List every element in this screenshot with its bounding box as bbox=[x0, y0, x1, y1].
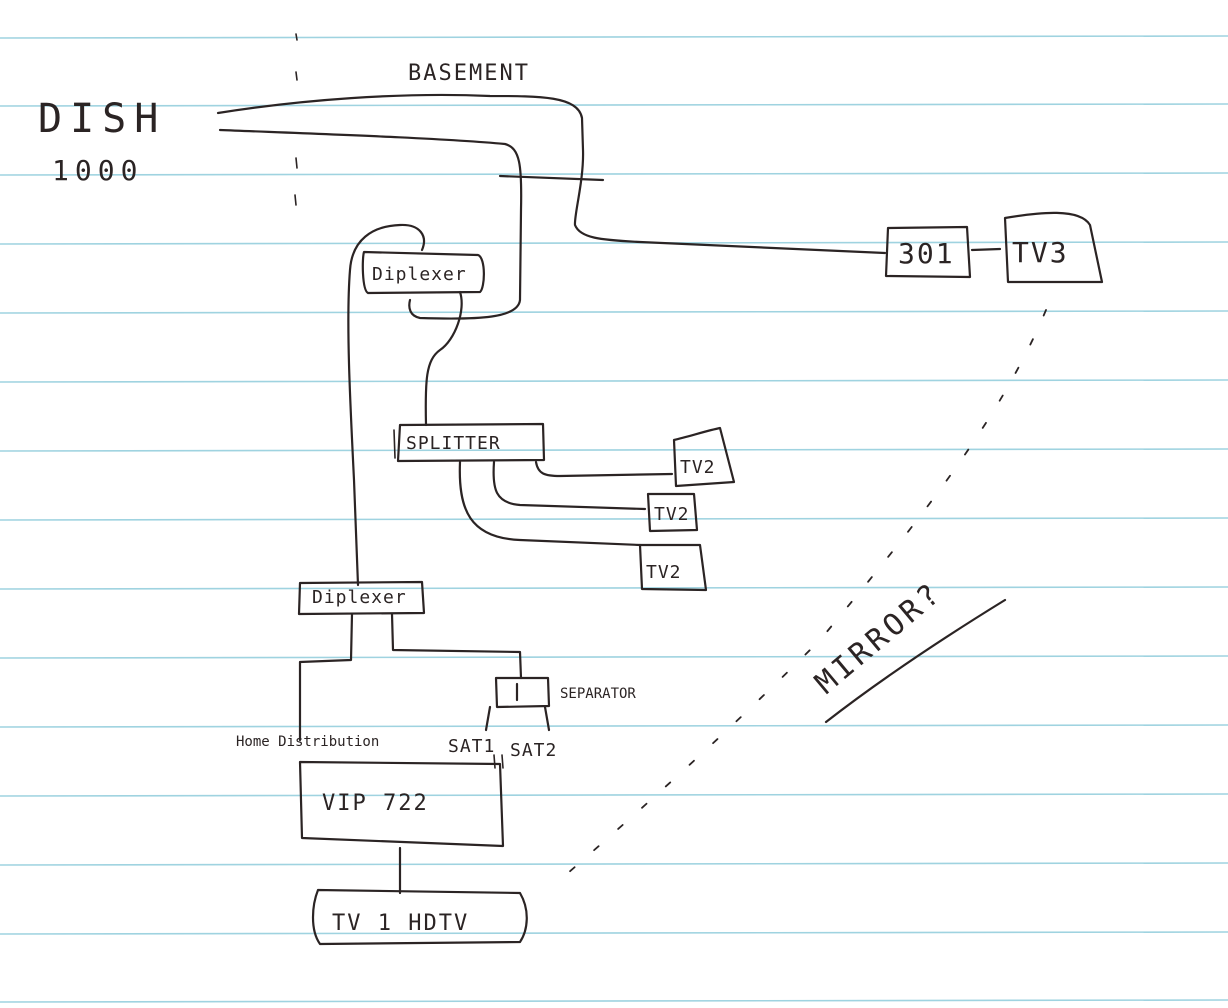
home-distribution-label: Home Distribution bbox=[236, 734, 379, 750]
sat1-tick bbox=[493, 754, 496, 769]
tv1-hdtv-label: TV 1 HDTV bbox=[332, 911, 469, 936]
diplexer-to-splitter-cable bbox=[424, 290, 463, 427]
splitter-side-mark bbox=[393, 429, 396, 459]
ruled-lines bbox=[0, 35, 1228, 1003]
basement-wall-line bbox=[498, 174, 605, 182]
basement-label: BASEMENT bbox=[408, 61, 530, 86]
dish-label: DISH bbox=[38, 96, 166, 142]
tv3-label: TV3 bbox=[1012, 236, 1069, 269]
receiver-301-box bbox=[884, 225, 972, 279]
vip722-box bbox=[298, 760, 505, 848]
dish-model-label: 1000 bbox=[52, 154, 143, 187]
tv2-a-label: TV2 bbox=[680, 457, 716, 478]
separator-box bbox=[494, 676, 551, 709]
diplexer-top-box bbox=[361, 250, 485, 295]
home-distribution-cable bbox=[298, 612, 354, 742]
tv3-box bbox=[1003, 211, 1104, 284]
splitter-output-2 bbox=[492, 460, 647, 511]
tv2-b-box bbox=[646, 492, 699, 533]
vip722-label: VIP 722 bbox=[322, 791, 429, 816]
receiver-to-tv3-cable bbox=[970, 247, 1002, 252]
separator-label: SEPARATOR bbox=[560, 686, 636, 702]
sat1-label: SAT1 bbox=[448, 736, 495, 757]
sat2-tick bbox=[501, 754, 504, 769]
splitter-label: SPLITTER bbox=[406, 433, 501, 454]
diplexer-loop-cable bbox=[347, 223, 426, 587]
diplexer-bottom-label: Diplexer bbox=[312, 587, 407, 608]
splitter-box bbox=[396, 422, 546, 463]
tv2-c-label: TV2 bbox=[646, 562, 682, 583]
diplexer-top-label: Diplexer bbox=[372, 264, 467, 285]
sat2-label: SAT2 bbox=[510, 740, 557, 761]
separator-sat1-cable bbox=[484, 705, 492, 732]
tv2-a-box bbox=[672, 426, 736, 488]
diplexer-bottom-box bbox=[297, 580, 426, 616]
tv1-hdtv-box bbox=[311, 888, 528, 946]
splitter-output-3 bbox=[458, 460, 642, 547]
tv2-c-box bbox=[638, 543, 708, 592]
mirror-underline bbox=[824, 598, 1007, 724]
tv2-b-label: TV2 bbox=[654, 504, 690, 525]
separator-sat2-cable bbox=[543, 705, 551, 732]
splitter-output-1 bbox=[534, 460, 674, 478]
receiver-301-label: 301 bbox=[898, 237, 955, 270]
diplexer-to-separator-cable bbox=[390, 612, 523, 680]
dish-cable-upper bbox=[216, 93, 887, 255]
margin-ticks bbox=[294, 33, 298, 206]
dish-cable-lower bbox=[218, 128, 523, 320]
